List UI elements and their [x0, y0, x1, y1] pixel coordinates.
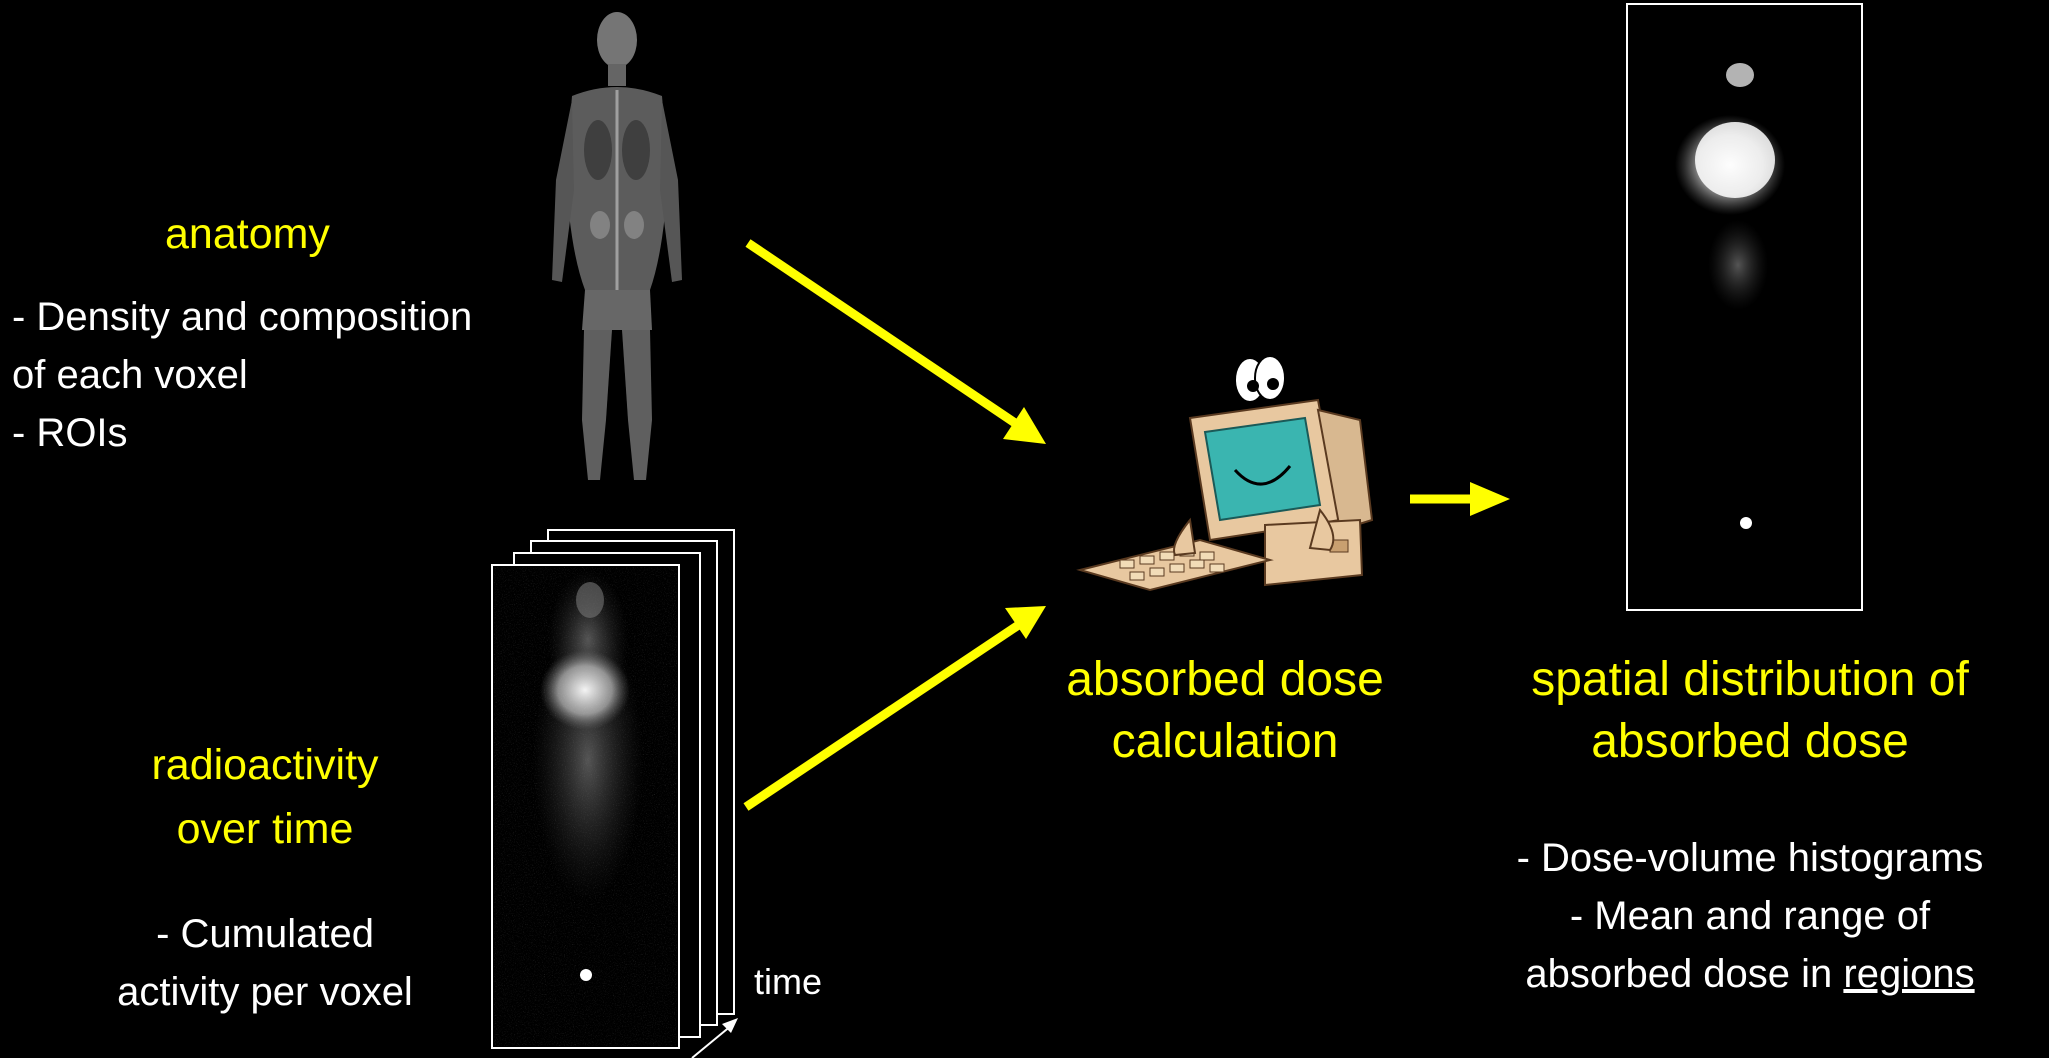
distribution-bullet3-prefix: absorbed dose in	[1525, 952, 1843, 996]
radioactivity-title-line1: radioactivity	[105, 744, 425, 787]
arrow-calculation-to-distribution	[1410, 482, 1510, 516]
mri-body-scan-icon	[552, 12, 682, 480]
distribution-bullet2: - Mean and range of	[1450, 896, 2049, 936]
time-label: time	[754, 964, 822, 1000]
spect-image-stack-icon	[492, 530, 734, 1048]
anatomy-title: anatomy	[165, 213, 330, 256]
calculation-title-line2: calculation	[1025, 718, 1425, 766]
distribution-title-line1: spatial distribution of	[1450, 656, 2049, 704]
distribution-bullet1: - Dose-volume histograms	[1450, 838, 2049, 878]
radioactivity-desc-line1: - Cumulated	[70, 914, 460, 954]
radioactivity-desc-line2: activity per voxel	[70, 972, 460, 1012]
anatomy-desc-line2: of each voxel	[12, 355, 248, 395]
arrow-activity-to-calculation	[746, 606, 1046, 807]
distribution-bullet3: absorbed dose in regions	[1450, 954, 2049, 994]
anatomy-desc-line3: - ROIs	[12, 413, 128, 453]
arrow-anatomy-to-calculation	[748, 243, 1046, 444]
anatomy-desc-line1: - Density and composition	[12, 297, 472, 337]
cartoon-computer-icon	[1080, 356, 1372, 590]
calculation-title-line1: absorbed dose	[1025, 656, 1425, 704]
dose-distribution-image-icon	[1627, 4, 1862, 610]
regions-underlined: regions	[1843, 952, 1974, 996]
distribution-title-line2: absorbed dose	[1450, 718, 2049, 766]
radioactivity-title-line2: over time	[105, 808, 425, 851]
